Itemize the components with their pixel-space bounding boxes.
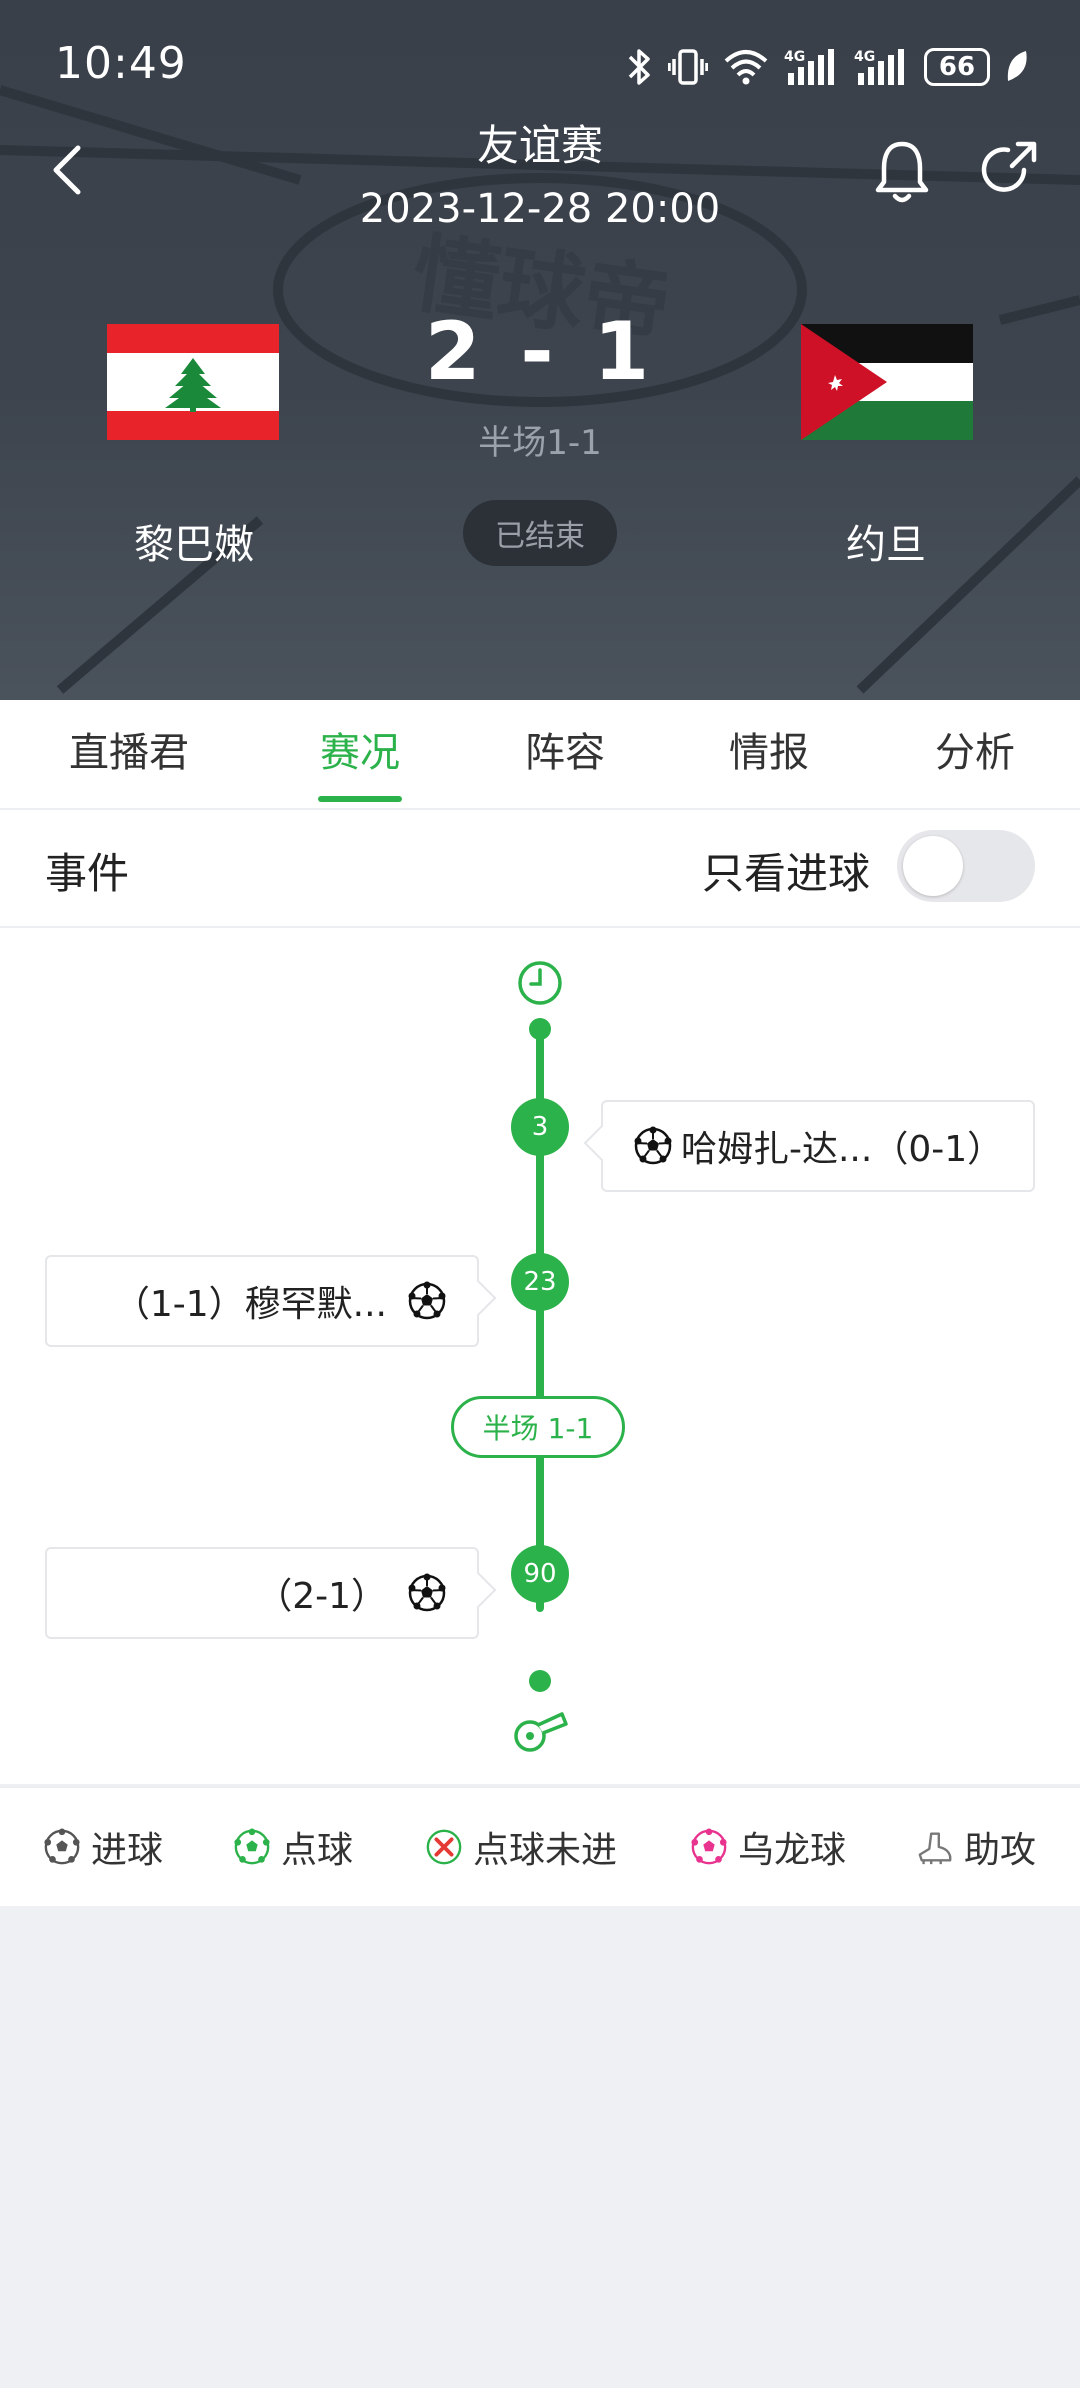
event-card-away-goal[interactable]: 哈姆扎-达...（0-1）: [601, 1100, 1035, 1192]
share-icon[interactable]: [978, 140, 1038, 202]
tab-live-commentary[interactable]: 直播君: [69, 730, 189, 776]
event-minute-badge: 23: [511, 1253, 569, 1311]
home-team-name[interactable]: 黎巴嫩: [134, 522, 254, 568]
legend-label: 乌龙球: [738, 1830, 847, 1871]
event-text: 哈姆扎-达...（0-1）: [681, 1129, 1004, 1170]
event-timeline: 3 哈姆扎-达...（0-1） 23 （1-1）穆罕默... 半场 1-1 90…: [0, 928, 1080, 1784]
soccer-ball-icon: [408, 1281, 446, 1320]
away-team-name[interactable]: 约旦: [846, 522, 926, 568]
event-minute-badge: 3: [511, 1098, 569, 1156]
halftime-marker: 半场 1-1: [451, 1396, 625, 1458]
tab-intel[interactable]: 情报: [729, 730, 809, 776]
event-card-home-goal[interactable]: （2-1）: [45, 1547, 479, 1639]
legend-goal: 进球: [43, 1788, 163, 1906]
pitch-background: 懂球帝: [0, 85, 1080, 694]
timeline-line: [536, 1028, 544, 1612]
assist-boot-icon: [918, 1832, 952, 1865]
status-bar: 10:49 4G 4G: [0, 0, 1080, 130]
svg-text:4G: 4G: [784, 49, 805, 65]
clock: 10:49: [55, 38, 187, 89]
tab-analysis[interactable]: 分析: [935, 730, 1015, 776]
clock-icon: [518, 961, 562, 1005]
wifi-icon: [724, 50, 768, 85]
vibrate-icon: [668, 49, 708, 85]
back-arrow-icon[interactable]: [42, 140, 92, 200]
event-text: （1-1）穆罕默...: [113, 1284, 387, 1325]
match-header: 懂球帝 10:49 4G 4G: [0, 0, 1080, 700]
soccer-ball-icon: [634, 1126, 672, 1165]
active-tab-indicator: [318, 796, 402, 802]
tab-match-status[interactable]: 赛况: [320, 730, 400, 776]
bluetooth-icon: [628, 49, 650, 85]
match-status-badge: 已结束: [463, 500, 617, 566]
toggle-knob: [903, 836, 963, 896]
legend-assist: 助攻: [916, 1788, 1036, 1906]
legend-label: 点球未进: [473, 1830, 618, 1871]
battery-indicator: 66: [924, 48, 990, 86]
event-legend: 进球 点球 点球未进 乌龙球 助攻: [0, 1786, 1080, 1906]
timeline-end-dot: [529, 1670, 551, 1692]
tab-lineup[interactable]: 阵容: [525, 730, 605, 776]
jordan-flag-icon[interactable]: [801, 324, 973, 440]
legend-label: 助攻: [964, 1830, 1037, 1871]
missed-penalty-icon: [426, 1829, 462, 1865]
goal-only-toggle[interactable]: [897, 830, 1035, 902]
bell-icon[interactable]: [872, 138, 932, 204]
goal-only-label: 只看进球: [701, 849, 870, 898]
signal-icon-2: 4G: [854, 49, 904, 85]
penalty-ball-icon: [234, 1828, 270, 1865]
legend-label: 点球: [281, 1830, 354, 1871]
legend-penalty: 点球: [233, 1788, 353, 1906]
competition-title: 友谊赛: [476, 121, 603, 170]
halftime-score: 半场1-1: [478, 423, 602, 463]
legend-missed-penalty: 点球未进: [425, 1788, 617, 1906]
status-icons: 4G 4G 66: [624, 42, 1030, 92]
timeline-start-dot: [529, 1018, 551, 1040]
goal-ball-icon: [44, 1828, 80, 1865]
leaf-icon: [1007, 51, 1027, 81]
own-goal-icon: [691, 1828, 727, 1865]
legend-own-goal: 乌龙球: [690, 1788, 846, 1906]
events-title: 事件: [45, 849, 130, 898]
event-minute-badge: 90: [511, 1545, 569, 1603]
match-datetime: 2023-12-28 20:00: [359, 186, 721, 232]
legend-label: 进球: [91, 1830, 164, 1871]
whistle-icon: [514, 1712, 568, 1752]
tab-bar: 直播君 赛况 阵容 情报 分析: [0, 700, 1080, 810]
match-score: 2 - 1: [424, 305, 656, 398]
soccer-ball-icon: [408, 1573, 446, 1612]
events-header: 事件 只看进球: [0, 810, 1080, 928]
signal-icon-1: 4G: [784, 49, 834, 85]
lebanon-flag-icon[interactable]: [107, 324, 279, 440]
event-card-home-goal[interactable]: （1-1）穆罕默...: [45, 1255, 479, 1347]
event-text: （2-1）: [256, 1576, 387, 1617]
svg-text:4G: 4G: [854, 49, 875, 65]
